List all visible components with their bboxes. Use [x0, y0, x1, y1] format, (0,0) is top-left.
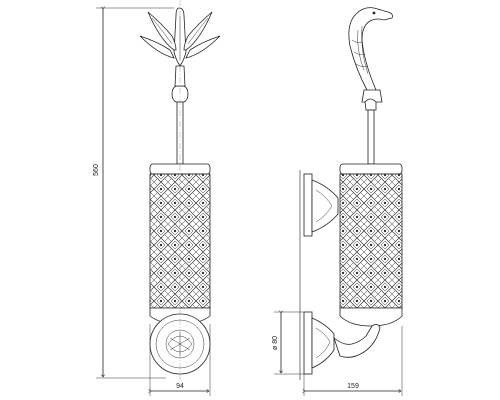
leaf-ornament: [139, 7, 221, 67]
side-canister: [339, 163, 403, 327]
dimension-front-width: 94: [150, 324, 211, 396]
dimension-side-depth-label: 159: [347, 383, 359, 390]
dimension-side-depth: 159: [304, 326, 403, 396]
dimension-mount-diameter: ø 80: [272, 312, 304, 375]
side-lower-bracket: [303, 311, 381, 375]
dimension-height: 560: [93, 8, 174, 379]
dimension-mount-diameter-label: ø 80: [272, 336, 279, 350]
side-upper-bracket: [303, 173, 339, 237]
dimension-height-label: 560: [93, 164, 100, 176]
side-view: [299, 7, 403, 380]
swan-head: [348, 7, 393, 93]
dimension-front-width-label: 94: [176, 383, 184, 390]
front-view: [139, 0, 221, 380]
